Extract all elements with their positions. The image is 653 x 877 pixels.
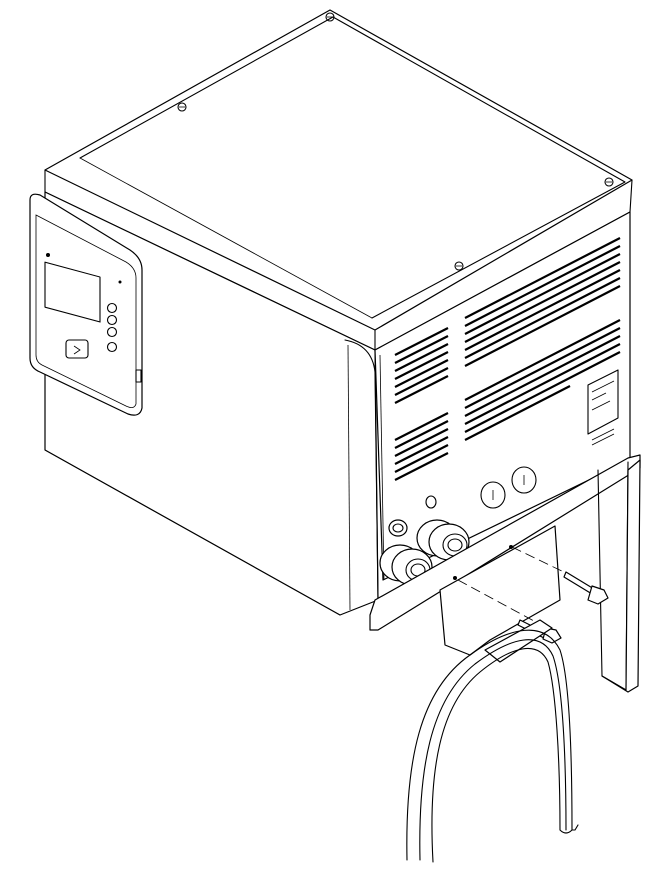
cover-screw [454,261,464,271]
panel-button [106,326,118,338]
main-button [65,339,89,359]
side-connector [135,369,142,383]
power-cable [406,619,579,863]
cable-gland-large [379,544,433,586]
cover-screw [604,177,614,187]
cable-glands [379,519,470,586]
cable-gland-small [388,519,408,537]
knockout-plug [480,481,506,509]
cover-screw [177,102,187,112]
louver-group [394,412,449,481]
panel-button [106,314,118,326]
wall-mount-bracket [369,454,641,693]
knockout-plug [511,466,537,494]
ground-symbol [425,495,437,509]
rating-label [587,369,619,446]
status-led [46,253,50,257]
display-screen [44,261,101,323]
louver-group [394,327,449,404]
panel-button [106,341,118,353]
cable-gland-large [416,519,470,561]
panel-button [106,302,118,314]
mounting-bolt [457,546,609,644]
ventilation-louvers [394,237,621,509]
cover-screw [325,12,335,22]
louver-group [464,319,621,441]
control-panel-display [29,193,143,416]
louver-group [464,237,621,367]
